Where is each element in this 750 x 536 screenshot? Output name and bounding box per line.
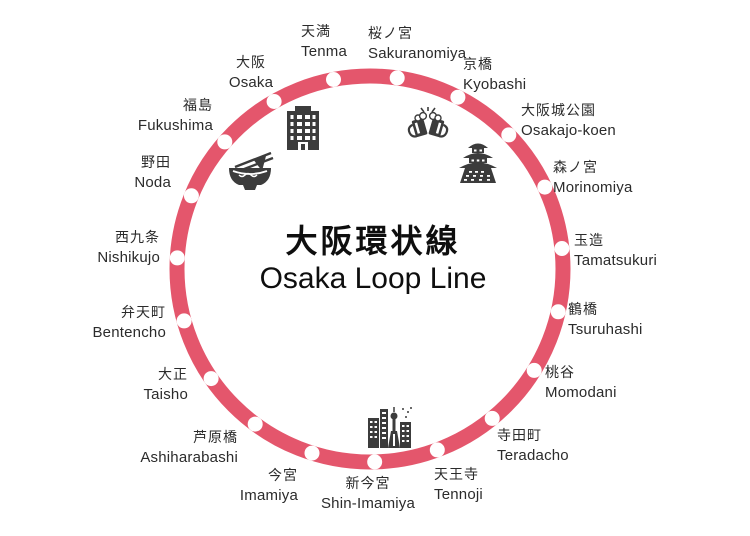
- station-name-en: Tamatsukuri: [574, 252, 658, 269]
- station-label-tsuruhashi: 鶴橋 Tsuruhashi: [568, 299, 643, 340]
- station-label-teradacho: 寺田町 Teradacho: [497, 425, 569, 466]
- station-name-en: Nishikujo: [97, 249, 160, 266]
- station-label-fukushima: 福島 Fukushima: [138, 95, 213, 136]
- station-dot-morinomiya: [537, 179, 553, 195]
- station-name-en: Ashiharabashi: [140, 449, 238, 466]
- station-name-en: Bentencho: [92, 324, 166, 341]
- station-label-imamiya: 今宮 Imamiya: [240, 465, 298, 506]
- station-label-noda: 野田 Noda: [134, 152, 171, 193]
- station-dot-ashiharabashi: [247, 416, 263, 432]
- station-name-en: Imamiya: [239, 487, 298, 504]
- station-label-kyobashi: 京橋 Kyobashi: [463, 54, 526, 95]
- station-dot-teradacho: [484, 410, 500, 426]
- office-building-icon: [284, 106, 322, 150]
- station-name-en: Morinomiya: [553, 179, 633, 196]
- station-name-ja: 桜ノ宮: [368, 25, 413, 41]
- station-dot-osaka: [266, 94, 282, 109]
- station-dot-imamiya: [304, 445, 320, 461]
- station-label-morinomiya: 森ノ宮 Morinomiya: [553, 157, 633, 198]
- station-label-bentencho: 弁天町 Bentencho: [92, 302, 166, 343]
- station-name-ja: 京橋: [463, 56, 493, 72]
- station-name-ja: 大阪城公園: [521, 102, 596, 118]
- station-name-ja: 鶴橋: [568, 301, 598, 317]
- station-label-tamatsukuri: 玉造 Tamatsukuri: [574, 230, 657, 271]
- station-dot-kyobashi: [450, 89, 466, 105]
- station-name-ja: 天王寺: [434, 466, 479, 482]
- station-label-osakajo-koen: 大阪城公園 Osakajo-koen: [521, 100, 616, 141]
- station-label-shin-imamiya: 新今宮 Shin-Imamiya: [321, 473, 415, 514]
- station-name-en: Osaka: [228, 74, 274, 91]
- station-name-ja: 福島: [183, 97, 213, 113]
- station-dot-tenma: [326, 72, 341, 87]
- station-name-en: Shin-Imamiya: [320, 495, 416, 512]
- osaka-castle-icon: [456, 138, 500, 184]
- station-dot-nishikujo: [169, 250, 185, 266]
- station-dots: [169, 70, 570, 470]
- station-name-ja: 森ノ宮: [553, 159, 598, 175]
- station-name-en: Tsuruhashi: [568, 321, 643, 338]
- station-dot-tamatsukuri: [554, 241, 570, 256]
- line-title-japanese: 大阪環状線: [285, 223, 461, 259]
- line-title: 大阪環状線 Osaka Loop Line: [260, 222, 487, 297]
- station-name-en: Kyobashi: [463, 76, 527, 93]
- station-dot-fukushima: [217, 134, 233, 150]
- ramen-icon: [226, 151, 274, 192]
- station-label-nishikujo: 西九条 Nishikujo: [97, 227, 160, 268]
- station-name-ja: 芦原橋: [193, 429, 238, 445]
- station-dot-momodani: [526, 362, 542, 378]
- station-name-ja: 天満: [301, 23, 331, 39]
- station-label-tennoji: 天王寺 Tennoji: [434, 464, 483, 505]
- station-label-ashiharabashi: 芦原橋 Ashiharabashi: [140, 427, 238, 468]
- station-label-taisho: 大正 Taisho: [143, 364, 188, 405]
- station-name-ja: 弁天町: [121, 304, 166, 320]
- station-name-en: Taisho: [143, 386, 188, 403]
- station-dot-sakuranomiya: [389, 70, 405, 86]
- station-name-en: Teradacho: [497, 447, 569, 464]
- station-dot-bentencho: [176, 313, 192, 329]
- station-name-en: Osakajo-koen: [521, 122, 616, 139]
- station-dot-tennoji: [429, 442, 445, 458]
- station-name-ja: 桃谷: [545, 364, 575, 380]
- station-name-en: Tennoji: [434, 486, 483, 503]
- station-name-ja: 新今宮: [345, 475, 391, 491]
- station-name-ja: 大正: [158, 366, 188, 382]
- station-dot-shin-imamiya: [367, 454, 383, 470]
- station-label-tenma: 天満 Tenma: [301, 21, 347, 62]
- station-name-ja: 今宮: [268, 467, 298, 483]
- station-name-en: Momodani: [545, 384, 617, 401]
- station-name-en: Noda: [134, 174, 171, 191]
- station-label-momodani: 桃谷 Momodani: [545, 362, 617, 403]
- station-label-sakuranomiya: 桜ノ宮 Sakuranomiya: [368, 23, 466, 64]
- city-skyline-icon: [367, 406, 413, 448]
- station-name-ja: 寺田町: [497, 427, 542, 443]
- station-name-ja: 野田: [141, 154, 171, 170]
- beer-mugs-icon: [407, 107, 449, 145]
- station-label-osaka: 大阪 Osaka: [229, 52, 273, 93]
- station-dot-noda: [183, 188, 199, 204]
- station-dot-osakajo-koen: [501, 127, 517, 143]
- station-dot-tsuruhashi: [550, 304, 566, 320]
- station-name-en: Tenma: [301, 43, 348, 60]
- station-dot-taisho: [203, 371, 219, 387]
- station-name-en: Sakuranomiya: [368, 45, 467, 62]
- station-name-ja: 西九条: [115, 229, 160, 245]
- station-name-ja: 玉造: [574, 232, 604, 248]
- station-name-en: Fukushima: [137, 117, 213, 134]
- line-title-english: Osaka Loop Line: [259, 262, 487, 295]
- station-name-ja: 大阪: [235, 54, 266, 70]
